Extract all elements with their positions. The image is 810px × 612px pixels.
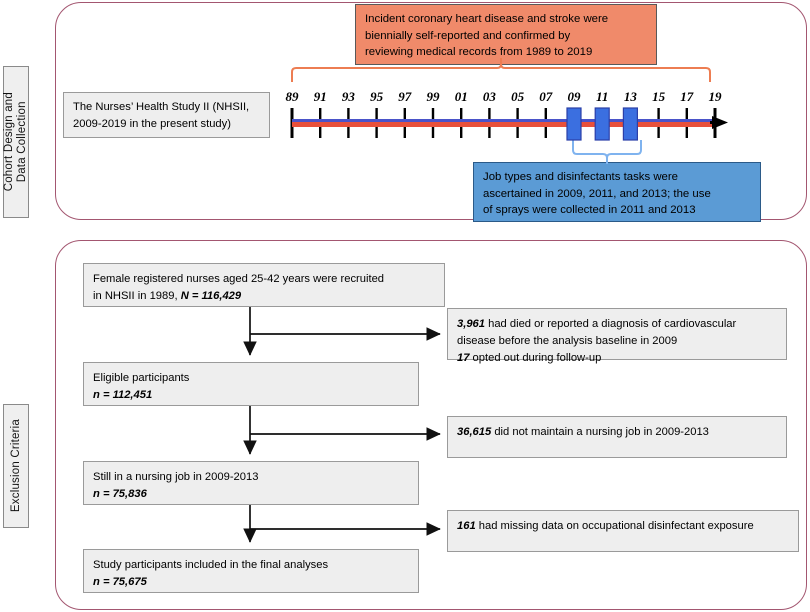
flow-box-recruited: Female registered nurses aged 25-42 year… — [83, 263, 445, 307]
outcome-callout-line1: Incident coronary heart disease and stro… — [365, 13, 609, 25]
exclusion-box-left-nursing: 36,615 did not maintain a nursing job in… — [447, 416, 787, 458]
flow-box-recruited-line1: Female registered nurses aged 25-42 year… — [93, 273, 385, 285]
exclusion-box-2-line1-rest: did not maintain a nursing job in 2009-2… — [491, 426, 709, 438]
flow-box-final-analyses-line1: Study participants included in the final… — [93, 559, 329, 571]
exposure-callout-line3: of sprays were collected in 2011 and 201… — [483, 204, 696, 216]
exclusion-box-1-optout-count: 17 — [457, 352, 470, 364]
flow-box-final-analyses-count: n = 75,675 — [93, 576, 147, 588]
flow-box-eligible: Eligible participants n = 112,451 — [83, 362, 419, 406]
exposure-ascertainment-callout: Job types and disinfectants tasks were a… — [473, 162, 761, 222]
exclusion-box-1-line1-rest: had died or reported a diagnosis of card… — [485, 318, 737, 330]
exclusion-box-1-line1: 3,961 had died or reported a diagnosis o… — [457, 316, 777, 333]
exclusion-box-2-line1: 36,615 did not maintain a nursing job in… — [457, 424, 777, 441]
flow-box-nursing-job-count: n = 75,836 — [93, 488, 147, 500]
exclusion-box-1-line2: disease before the analysis baseline in … — [457, 335, 678, 347]
flow-box-eligible-line1: Eligible participants — [93, 372, 190, 384]
flow-box-nursing-job-line2: n = 75,836 — [93, 486, 409, 503]
exclusion-box-3-line1-rest: had missing data on occupational disinfe… — [475, 520, 754, 532]
flow-box-recruited-line2: in NHSII in 1989, N = 116,429 — [93, 288, 435, 305]
section-label-cohort-design: Cohort Design and Data Collection — [3, 66, 29, 218]
panel-exclusion-criteria — [55, 240, 807, 610]
outcome-ascertainment-callout: Incident coronary heart disease and stro… — [355, 4, 657, 65]
flow-box-final-analyses: Study participants included in the final… — [83, 549, 419, 593]
flow-box-eligible-line2: n = 112,451 — [93, 387, 409, 404]
exclusion-box-1-line3: 17 opted out during follow-up — [457, 350, 777, 367]
flow-box-nursing-job-line1: Still in a nursing job in 2009-2013 — [93, 471, 259, 483]
study-description-line1: The Nurses’ Health Study II (NHSII, — [73, 101, 250, 113]
exclusion-box-cvd-deaths: 3,961 had died or reported a diagnosis o… — [447, 308, 787, 364]
exclusion-box-3-line1: 161 had missing data on occupational dis… — [457, 518, 789, 535]
exclusion-box-2-count: 36,615 — [457, 426, 492, 438]
section-label-cohort-design-text: Cohort Design and Data Collection — [3, 92, 28, 192]
exclusion-box-3-count: 161 — [457, 520, 476, 532]
study-description-box: The Nurses’ Health Study II (NHSII, 2009… — [63, 92, 270, 138]
exclusion-box-1-line3-rest: opted out during follow-up — [469, 352, 602, 364]
exposure-callout-line2: ascertained in 2009, 2011, and 2013; the… — [483, 187, 711, 200]
outcome-callout-line2: biennially self-reported and confirmed b… — [365, 29, 571, 42]
outcome-callout-line3: reviewing medical records from 1989 to 2… — [365, 46, 593, 58]
flow-box-eligible-count: n = 112,451 — [93, 389, 153, 401]
flow-box-final-analyses-line2: n = 75,675 — [93, 574, 409, 591]
panel-cohort-design — [55, 2, 807, 220]
exclusion-box-1-count: 3,961 — [457, 318, 485, 330]
exclusion-box-missing-data: 161 had missing data on occupational dis… — [447, 510, 799, 552]
flow-box-nursing-job: Still in a nursing job in 2009-2013 n = … — [83, 461, 419, 505]
flow-box-recruited-line2-pre: in NHSII in 1989, — [93, 290, 181, 302]
exposure-callout-line1: Job types and disinfectants tasks were — [483, 171, 679, 183]
section-label-exclusion-criteria-text: Exclusion Criteria — [9, 419, 22, 513]
study-description-line2: 2009-2019 in the present study) — [73, 118, 231, 130]
flow-box-recruited-count: N = 116,429 — [180, 290, 242, 302]
section-label-exclusion-criteria: Exclusion Criteria — [3, 404, 29, 528]
